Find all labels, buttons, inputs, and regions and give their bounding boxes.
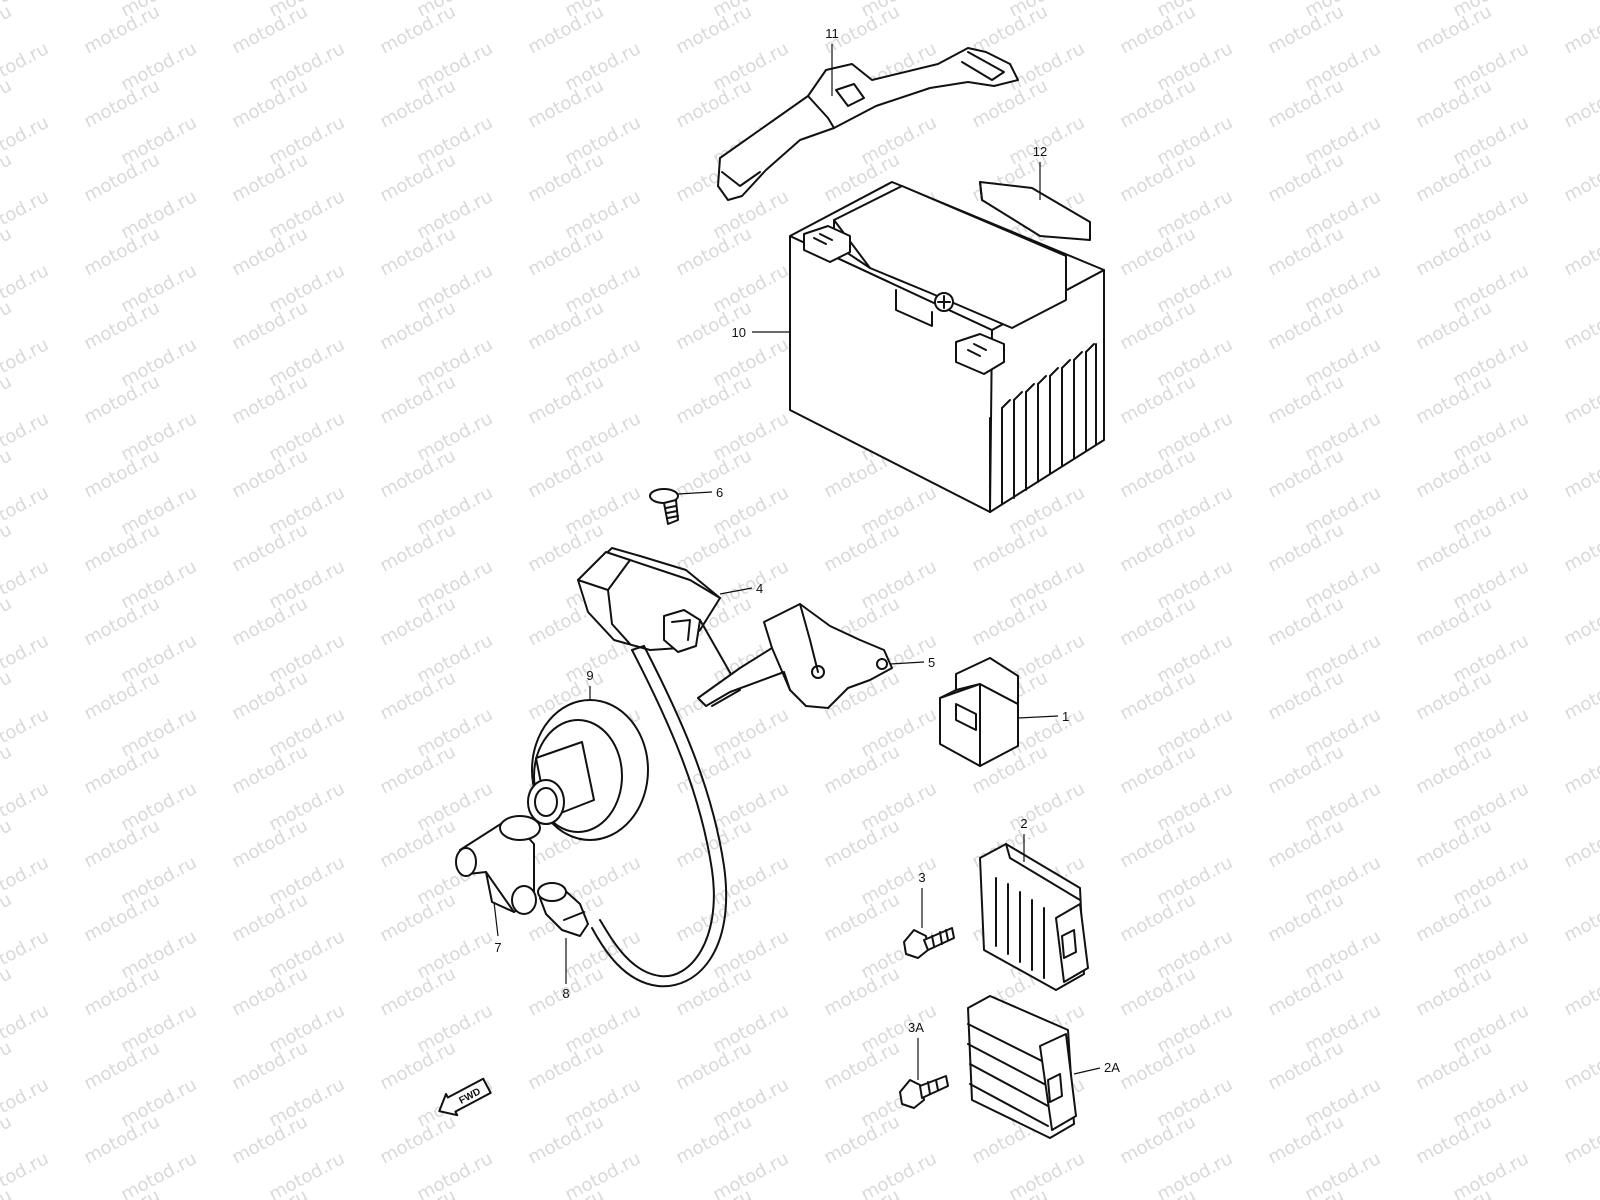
watermark-text: motod.ru [1560,149,1600,206]
callout-3a: 3A [908,1020,924,1035]
callout-8: 8 [562,986,569,1001]
part-bolt-3 [903,927,955,959]
part-coil-bracket [697,603,893,709]
watermark-text: motod.ru [1449,1148,1532,1200]
forward-arrow-icon [438,1077,492,1117]
watermark-text: motod.ru [0,297,15,354]
watermark-text: motod.ru [709,1148,792,1200]
watermark-text: motod.ru [0,223,15,280]
watermark-text: motod.ru [1560,75,1600,132]
watermark-text: motod.ru [117,1148,200,1200]
watermark-text: motod.ru [1560,667,1600,724]
watermark-text: motod.ru [0,1111,15,1168]
callout-11: 11 [825,26,839,41]
forward-direction-badge: FWD [438,1077,492,1117]
watermark-text: motod.ru [1560,1185,1600,1200]
watermark-text: motod.ru [1301,1148,1384,1200]
watermark-text: motod.ru [265,1148,348,1200]
watermark-text: motod.ru [0,371,15,428]
callout-3: 3 [918,870,925,885]
watermark-text: motod.ru [0,519,15,576]
watermark-text: motod.ru [0,445,15,502]
callout-10: 10 [732,325,746,340]
watermark-text: motod.ru [0,889,15,946]
part-relay [939,657,1019,767]
watermark-text: motod.ru [1560,963,1600,1020]
watermark-text: motod.ru [0,963,15,1020]
callout-2a: 2A [1104,1060,1120,1075]
part-plug-boot [527,699,649,841]
callout-2: 2 [1020,816,1027,831]
part-battery-pad [979,181,1091,241]
part-ignition-coil [577,547,741,707]
leader-lines [493,44,1101,1080]
watermark-text: motod.ru [1560,593,1600,650]
watermark-text: motod.ru [1560,889,1600,946]
watermark-text: motod.ru [1560,1037,1600,1094]
part-hightension-cable [591,645,728,988]
watermark-text: motod.ru [0,1037,15,1094]
watermark-text: motod.ru [0,815,15,872]
watermark-text: motod.ru [1153,1148,1236,1200]
watermark-text: motod.ru [0,667,15,724]
watermark-text: motod.ru [1560,815,1600,872]
watermark-text: motod.ru [1560,1111,1600,1168]
watermark-text: motod.ru [0,149,15,206]
callout-9: 9 [586,668,593,683]
callout-4: 4 [756,581,763,596]
watermark-text: motod.ru [857,1148,940,1200]
watermark-text: motod.ru [0,75,15,132]
callout-labels: 11 12 10 6 4 5 1 2 3 3A 2A 9 7 8 [494,26,1120,1075]
part-regulator-2 [979,843,1089,991]
watermark-text: motod.ru [1560,371,1600,428]
watermark-text: motod.ru [1560,223,1600,280]
watermark-text: motod.ru [1560,1,1600,58]
part-screw-6 [649,488,679,525]
watermark-text: motod.ru [0,1,15,58]
watermark-text: motod.ru [1560,297,1600,354]
part-battery [789,181,1105,513]
callout-12: 12 [1033,144,1047,159]
watermark-text: motod.ru [1005,1148,1088,1200]
watermark-text: motod.ru [561,1148,644,1200]
callout-1: 1 [1062,709,1069,724]
watermark-text: motod.ru [413,1148,496,1200]
part-regulator-2a [967,995,1077,1139]
watermark-text: motod.ru [1560,445,1600,502]
callout-5: 5 [928,655,935,670]
callout-6: 6 [716,485,723,500]
callout-7: 7 [494,940,501,955]
part-plug-cap [455,815,541,915]
part-cable-connector [537,882,589,937]
watermark-text: motod.ru [0,593,15,650]
watermark-text: motod.ru [0,741,15,798]
watermark-text: motod.ru [1560,519,1600,576]
part-bolt-3a [899,1075,949,1109]
watermark-text: motod.ru [1560,741,1600,798]
part-battery-strap [717,47,1019,201]
